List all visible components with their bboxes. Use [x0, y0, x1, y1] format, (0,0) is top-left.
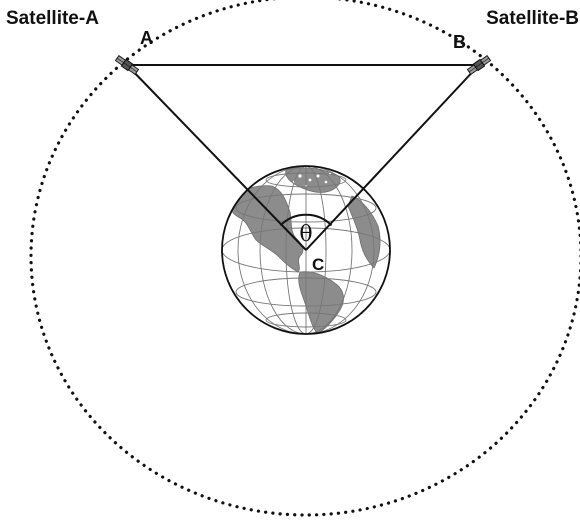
angle-theta-label: θ: [299, 222, 312, 247]
satellite-a-label: Satellite-A: [6, 8, 99, 29]
globe-grid: [222, 166, 390, 334]
angle-arc: [279, 213, 333, 227]
triangle: [126, 64, 480, 251]
point-b-label: B: [453, 32, 466, 52]
point-a-label: A: [140, 28, 153, 48]
center-c-label: C: [312, 255, 324, 274]
orbit-path: [29, 0, 580, 517]
satellite-a-icon: [114, 55, 140, 75]
line-b-c: [305, 64, 480, 251]
satellite-b-label: Satellite-B: [486, 8, 579, 29]
satellite-b-icon: [466, 55, 492, 75]
line-a-c: [126, 64, 307, 251]
globe-outline: [221, 165, 391, 335]
